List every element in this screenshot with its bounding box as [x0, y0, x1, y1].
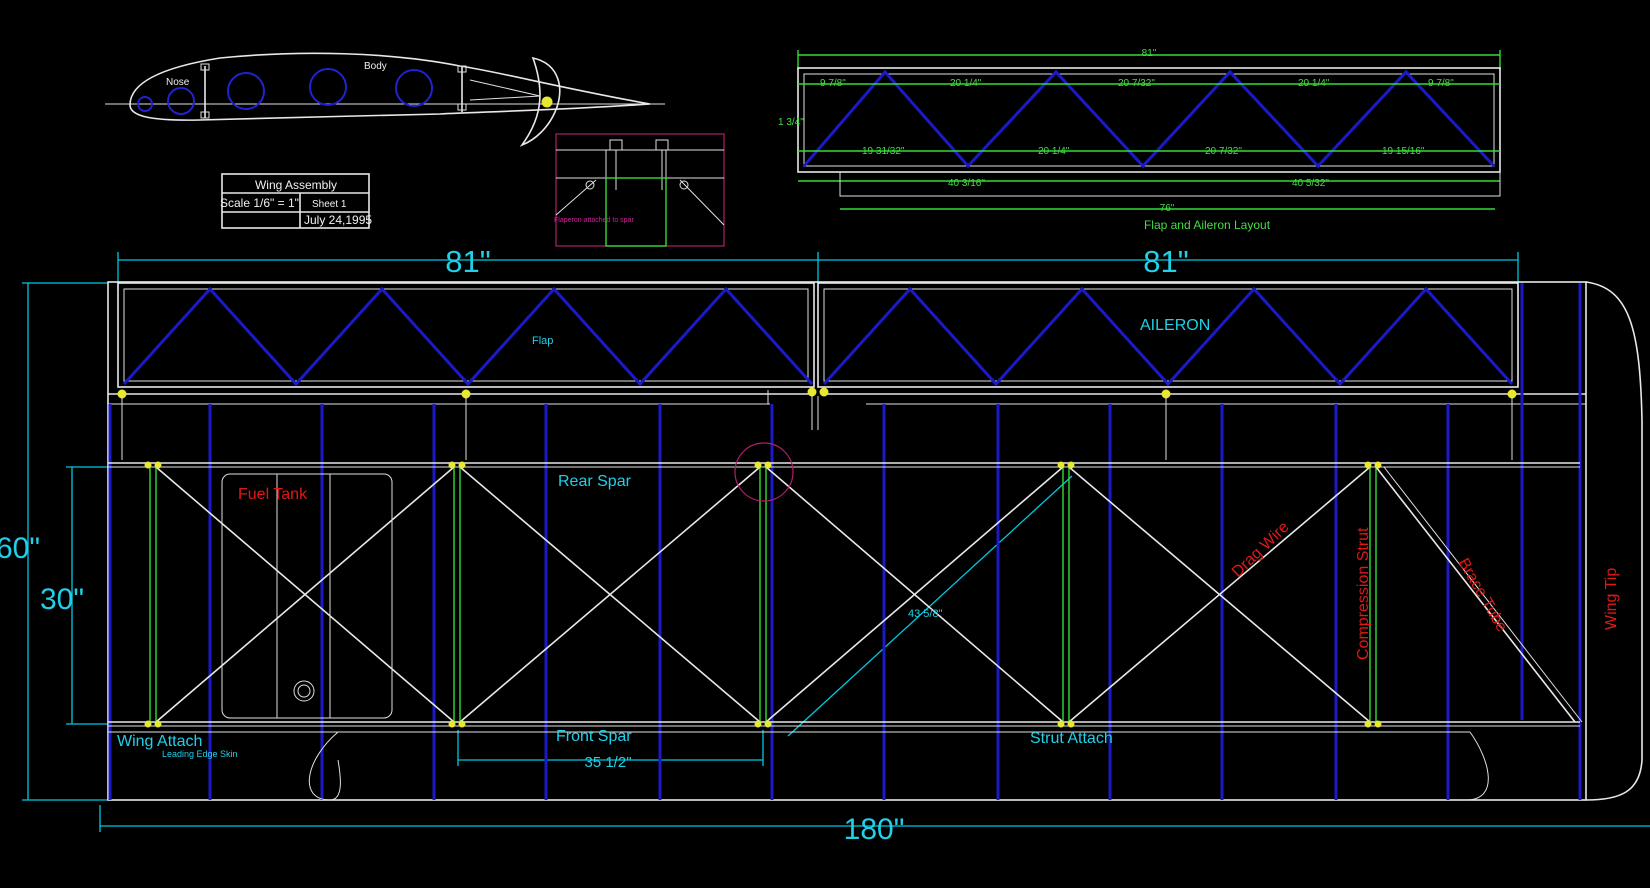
title-block-sheet: Sheet 1 — [312, 199, 347, 210]
layout-top-dim-4: 20 1/4" — [1298, 78, 1330, 89]
title-block-title: Wing Assembly — [255, 178, 337, 192]
brace-tube-label: Brace Tube — [1455, 556, 1511, 635]
title-block: Wing Assembly Scale 1/6" = 1" Sheet 1 Ju… — [220, 173, 372, 229]
layout-low-dim-2: 40 5/32" — [1292, 178, 1329, 189]
layout-title: Flap and Aileron Layout — [1144, 218, 1271, 232]
chord-dim: 60" — [0, 532, 40, 565]
layout-mid-dim-1: 19 31/32" — [862, 146, 905, 157]
flap-label: Flap — [532, 335, 553, 347]
fuel-tank-label: Fuel Tank — [238, 486, 308, 503]
flaperon-detail-note: Flaperon attached to spar — [554, 217, 634, 224]
aileron-span-dim: 81" — [1143, 244, 1189, 279]
layout-overall-dim: 81" — [1142, 48, 1157, 59]
leading-edge-skin-label: Leading Edge Skin — [162, 749, 238, 759]
layout-mid-dim-2: 20 1/4" — [1038, 146, 1070, 157]
ribs — [108, 283, 1582, 800]
title-block-date: July 24,1995 — [304, 213, 372, 227]
layout-top-dim-2: 20 1/4" — [950, 78, 982, 89]
layout-mid-dim-3: 20 7/32" — [1205, 146, 1242, 157]
compression-struts — [149, 467, 1377, 722]
wing-attach-label: Wing Attach — [117, 733, 202, 750]
layout-mid-dim-4: 19 15/16" — [1382, 146, 1425, 157]
bay-spacing-dim: 35 1/2" — [584, 754, 631, 771]
wing-tip-label: Wing Tip — [1603, 568, 1620, 630]
layout-side-dim: 1 3/4" — [778, 117, 804, 128]
compression-strut-label: Compression Strut — [1355, 527, 1372, 660]
strut-attach-label: Strut Attach — [1030, 730, 1113, 747]
airfoil-body-label: Body — [364, 61, 387, 72]
fittings — [117, 387, 1517, 728]
layout-top-dim-3: 20 7/32" — [1118, 78, 1155, 89]
front-spar-label: Front Spar — [556, 728, 632, 745]
spar-separation-dim: 30" — [40, 583, 84, 616]
layout-top-dim-5: 9 7/8" — [1428, 78, 1454, 89]
total-span-dim: 180" — [844, 813, 905, 846]
wing-planform — [22, 252, 1650, 832]
rear-spar-label: Rear Spar — [558, 473, 632, 490]
airfoil-section: Nose Body — [105, 52, 665, 147]
span-dimension-lines — [22, 252, 1650, 832]
title-block-scale: Scale 1/6" = 1" — [220, 196, 299, 210]
drag-wires — [155, 466, 1583, 723]
layout-top-dim-1: 9 7/8" — [820, 78, 846, 89]
layout-bottom-dim: 76" — [1160, 203, 1175, 214]
flap-aileron-layout: 81" 76" 9 7/8" 20 1/4" 20 7/32" 20 1/4" … — [778, 48, 1501, 232]
flap-span-dim: 81" — [445, 244, 491, 279]
flaperon-detail: Flaperon attached to spar — [554, 133, 725, 247]
aileron-label: AILERON — [1140, 317, 1210, 334]
airfoil-nose-label: Nose — [166, 77, 190, 88]
diagonal-dim: 43 5/8" — [908, 608, 943, 620]
layout-low-dim-1: 40 3/16" — [948, 178, 985, 189]
drag-wire-label: Drag Wire — [1229, 519, 1293, 581]
